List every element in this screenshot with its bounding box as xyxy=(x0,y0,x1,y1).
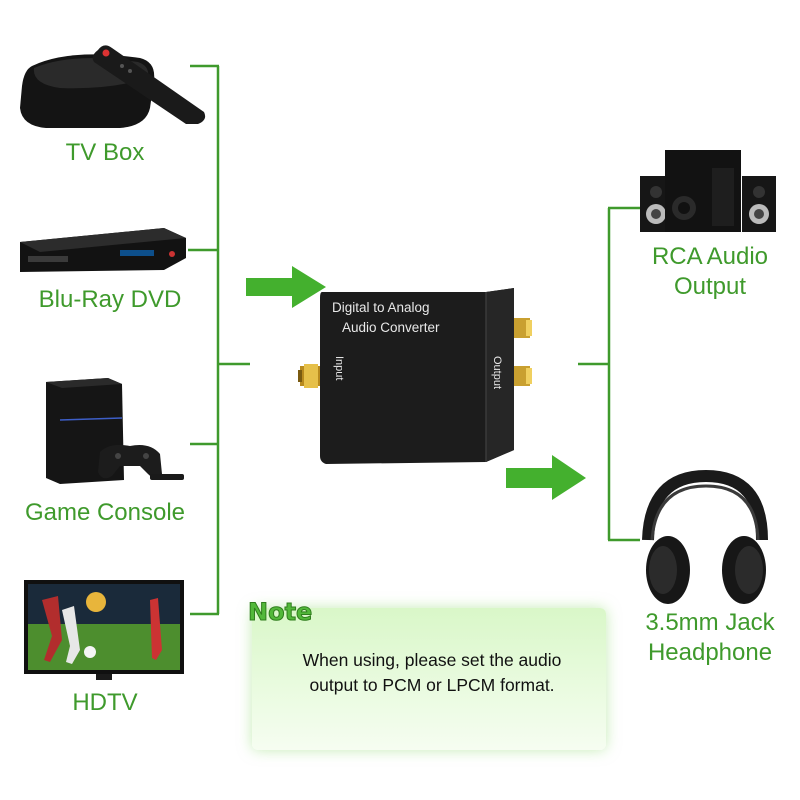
label-rca-audio-line2: Output xyxy=(673,273,747,300)
note-line-2: output to PCM or LPCM format. xyxy=(309,675,555,695)
gamepad-icon xyxy=(98,444,162,479)
tv-box-icon xyxy=(20,45,206,128)
device-title-line2: Audio Converter xyxy=(342,320,440,335)
converter-device-icon: Digital to Analog Audio Converter Input … xyxy=(320,288,514,464)
blu-ray-player-icon xyxy=(20,228,186,272)
optical-input-port-icon xyxy=(298,364,320,388)
remote-control-icon xyxy=(92,45,206,124)
headphones-icon xyxy=(642,469,768,604)
input-bracket-lines xyxy=(188,64,250,616)
device-output-label: Output xyxy=(491,356,503,389)
note-line-1: When using, please set the audio xyxy=(302,650,562,670)
label-game-console: Game Console xyxy=(24,499,186,526)
output-bracket-lines xyxy=(578,206,640,542)
device-input-label: Input xyxy=(333,356,345,380)
speakers-icon xyxy=(640,150,776,232)
hdtv-icon xyxy=(24,580,184,680)
rca-output-port-icon xyxy=(514,318,532,386)
device-title-line1: Digital to Analog xyxy=(332,300,430,315)
note-box xyxy=(252,608,606,750)
output-arrow-icon xyxy=(506,455,586,500)
note-title: Note xyxy=(247,598,313,627)
label-rca-audio-line1: RCA Audio xyxy=(651,243,769,270)
input-arrow-icon xyxy=(246,266,326,308)
game-console-icon xyxy=(46,378,184,484)
label-tv-box: TV Box xyxy=(65,139,145,166)
label-blu-ray-dvd: Blu-Ray DVD xyxy=(38,286,182,313)
label-headphone-line1: 3.5mm Jack xyxy=(645,609,775,636)
label-headphone-line2: Headphone xyxy=(647,639,773,666)
label-hdtv: HDTV xyxy=(72,689,138,716)
note-text: When using, please set the audio output … xyxy=(262,648,602,698)
